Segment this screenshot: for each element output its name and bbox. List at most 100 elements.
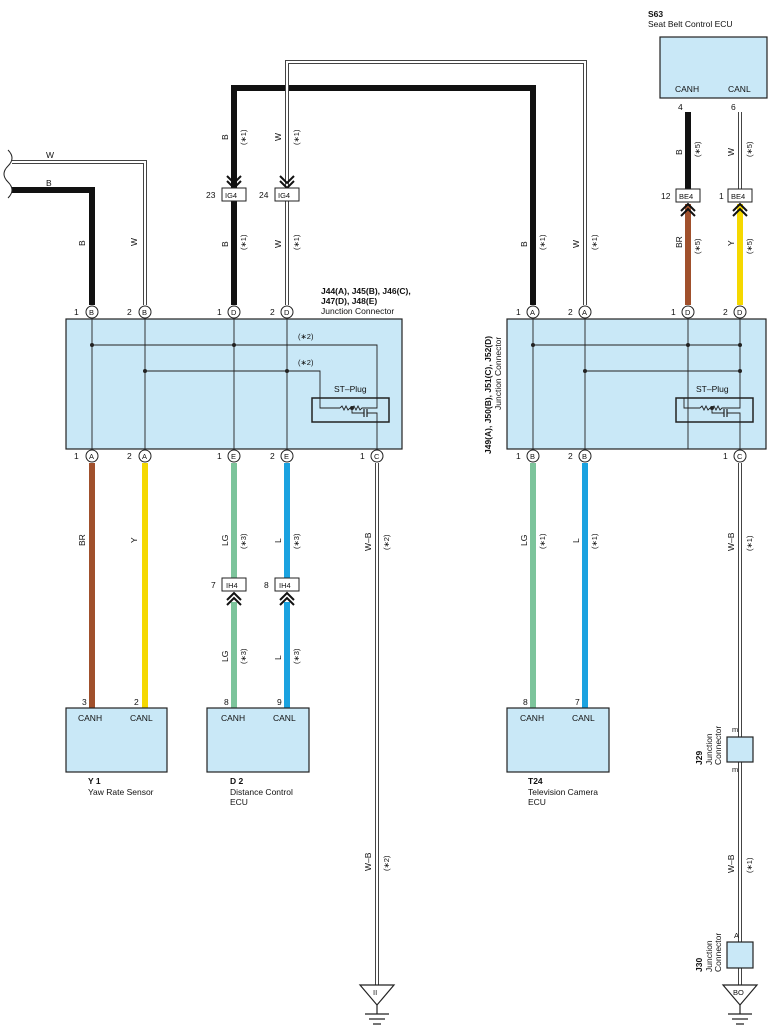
be4-12-box bbox=[675, 188, 701, 203]
label-l-d2-top: L bbox=[273, 538, 283, 543]
j49-pin-d1: D bbox=[685, 308, 691, 317]
y1-pin-no-3: 3 bbox=[82, 697, 87, 707]
j29-pin-bottom: m bbox=[732, 765, 738, 774]
label-lg-t24: LG bbox=[519, 535, 529, 546]
s63-pin-no-6: 6 bbox=[731, 102, 736, 112]
s63-pin-canl: CANL bbox=[728, 84, 751, 94]
t24-box bbox=[506, 707, 610, 773]
y1-pin-canh: CANH bbox=[78, 713, 102, 723]
note-l-t24: (∗1) bbox=[590, 533, 599, 549]
label-b-s63: B bbox=[674, 149, 684, 155]
d2-pin-no-8: 8 bbox=[224, 697, 229, 707]
j30-box bbox=[726, 941, 754, 969]
j44-pin-no-2b: 2 bbox=[270, 307, 275, 317]
label-wb-ground-bot: W–B bbox=[363, 852, 373, 871]
wire-w-left bbox=[12, 161, 146, 305]
label-b-ig4-top: B bbox=[220, 134, 230, 140]
j44-code-line2: J47(D), J48(E) bbox=[321, 296, 377, 306]
j44-pin-b1: B bbox=[89, 308, 94, 317]
y1-code: Y 1 bbox=[88, 776, 101, 786]
label-wb-j30: W–B bbox=[726, 854, 736, 873]
d2-name-line1: Distance Control bbox=[230, 787, 293, 797]
note-l-d2-bot: (∗3) bbox=[292, 648, 301, 664]
y1-name: Yaw Rate Sensor bbox=[88, 787, 154, 797]
note-wb-j30: (∗1) bbox=[745, 857, 754, 873]
label-b-ig4-bot: B bbox=[220, 241, 230, 247]
wire-w-left-outline bbox=[12, 160, 147, 305]
label-br-s63: BR bbox=[674, 236, 684, 248]
s63-pin-canh: CANH bbox=[675, 84, 699, 94]
note-l-d2-top: (∗3) bbox=[292, 533, 301, 549]
j44-note-2b: (∗2) bbox=[298, 358, 314, 367]
label-b-v1: B bbox=[77, 240, 87, 246]
j49-internal-bus bbox=[531, 319, 754, 449]
j44-pin-c1: C bbox=[374, 452, 380, 461]
note-lg-d2-top: (∗3) bbox=[239, 533, 248, 549]
note-b-right: (∗1) bbox=[538, 234, 547, 250]
j29-pin-top: m bbox=[732, 725, 738, 734]
wire-break-mark bbox=[3, 149, 13, 199]
j49-pin-c1: C bbox=[737, 452, 743, 461]
note-br-s63: (∗5) bbox=[693, 238, 702, 254]
note-wb-j29: (∗1) bbox=[745, 535, 754, 551]
ih4-8-chevron bbox=[279, 591, 295, 606]
note-lg-d2-bot: (∗3) bbox=[239, 648, 248, 664]
label-b-right: B bbox=[519, 241, 529, 247]
ground-ii-label: II bbox=[373, 988, 377, 997]
y1-pin-no-2: 2 bbox=[134, 697, 139, 707]
label-l-t24: L bbox=[571, 538, 581, 543]
y1-pin-canl: CANL bbox=[130, 713, 153, 723]
j44-code-line1: J44(A), J45(B), J46(C), bbox=[321, 286, 411, 296]
ground-bo-icon bbox=[721, 984, 759, 1025]
j49-pin-b2: B bbox=[582, 452, 587, 461]
t24-name-line2: ECU bbox=[528, 797, 546, 807]
t24-name-line1: Television Camera bbox=[528, 787, 598, 797]
wire-w-loop bbox=[286, 61, 586, 305]
j44-pin-a1: A bbox=[89, 452, 94, 461]
note-lg-t24: (∗1) bbox=[538, 533, 547, 549]
ig4-23-pin: 23 bbox=[206, 190, 216, 200]
j30-code: J30 bbox=[694, 958, 704, 972]
t24-pin-no-8: 8 bbox=[523, 697, 528, 707]
label-w-ig4-top: W bbox=[273, 133, 283, 141]
j44-bpin-no-2e: 2 bbox=[270, 451, 275, 461]
j49-pin-a1: A bbox=[530, 308, 535, 317]
t24-pin-no-7: 7 bbox=[575, 697, 580, 707]
d2-code: D 2 bbox=[230, 776, 244, 786]
note-w-right: (∗1) bbox=[590, 234, 599, 250]
j44-pin-no-2a: 2 bbox=[127, 307, 132, 317]
label-w-v1: W bbox=[129, 238, 139, 246]
label-w-left: W bbox=[46, 150, 54, 160]
j49-bpin-no-1c: 1 bbox=[723, 451, 728, 461]
j44-pin-d2: D bbox=[284, 308, 290, 317]
be4-1-label: BE4 bbox=[731, 192, 745, 201]
j49-box bbox=[506, 318, 767, 450]
ih4-8-label: IH4 bbox=[279, 581, 291, 590]
d2-pin-no-9: 9 bbox=[277, 697, 282, 707]
j29-name-line2: Connector bbox=[713, 726, 723, 765]
d2-box bbox=[206, 707, 310, 773]
note-ig4-top-w: (∗1) bbox=[292, 129, 301, 145]
ig4-24-pin: 24 bbox=[259, 190, 269, 200]
j44-bpin-no-1a: 1 bbox=[74, 451, 79, 461]
j49-pin-a2: A bbox=[582, 308, 587, 317]
ih4-7-chevron bbox=[226, 591, 242, 606]
label-wb-ground-top: W–B bbox=[363, 532, 373, 551]
j44-pin-e1: E bbox=[231, 452, 236, 461]
j44-pin-b2: B bbox=[142, 308, 147, 317]
ground-ii-icon bbox=[358, 984, 396, 1025]
be4-1-chevron bbox=[732, 202, 748, 217]
j44-bpin-no-1e: 1 bbox=[217, 451, 222, 461]
j30-pin-top: A bbox=[734, 931, 739, 940]
be4-12-label: BE4 bbox=[679, 192, 693, 201]
d2-name-line2: ECU bbox=[230, 797, 248, 807]
j44-pin-no-1a: 1 bbox=[74, 307, 79, 317]
j44-bpin-no-2a: 2 bbox=[127, 451, 132, 461]
j44-note-2a: (∗2) bbox=[298, 332, 314, 341]
s63-box bbox=[659, 36, 768, 99]
j49-code: J49(A), J50(B), J51(C), J52(D) bbox=[483, 336, 493, 454]
t24-code: T24 bbox=[528, 776, 543, 786]
be4-1-pin: 1 bbox=[719, 191, 724, 201]
t24-pin-canl: CANL bbox=[572, 713, 595, 723]
note-wb-ground-bot: (∗2) bbox=[382, 855, 391, 871]
